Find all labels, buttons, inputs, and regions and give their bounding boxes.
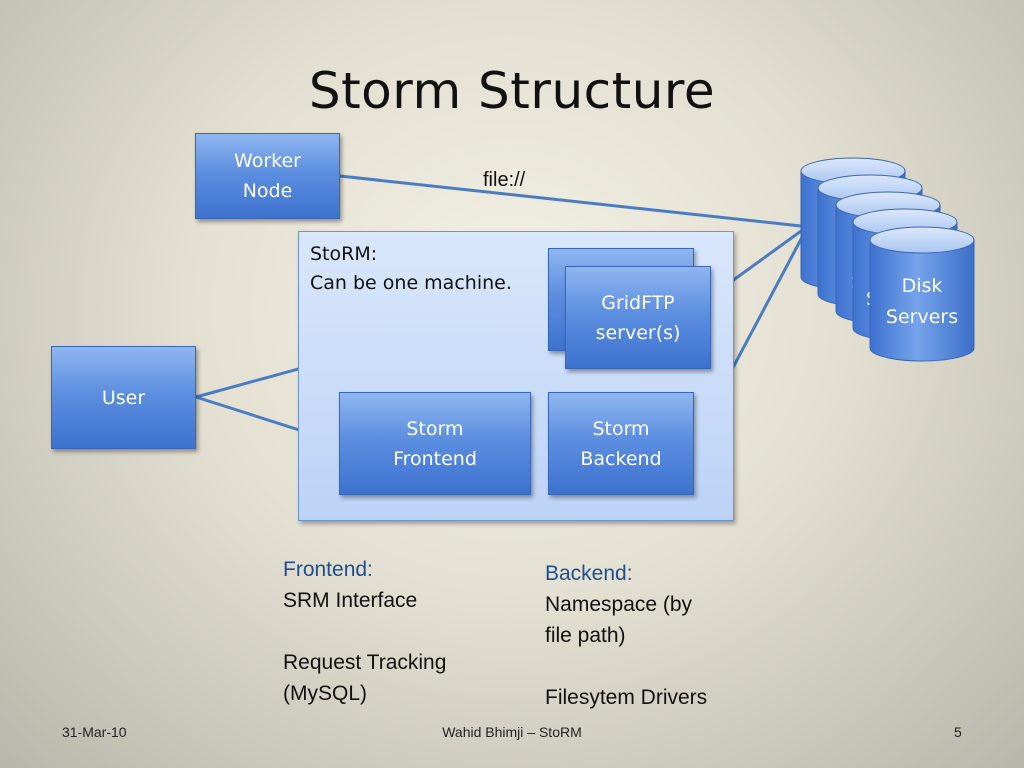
frontend-notes-line3: (MySQL)	[283, 682, 367, 705]
storm-backend-label: Storm Backend	[580, 417, 662, 470]
file-protocol-label: file://	[483, 169, 526, 191]
storm-frontend-box: Storm Frontend	[339, 392, 531, 495]
disk-servers-label: Disk Servers	[885, 275, 959, 328]
connector-worker-to-disk	[339, 174, 811, 229]
backend-notes-line3: Filesytem Drivers	[545, 686, 708, 709]
frontend-notes-line2: Request Tracking	[283, 651, 447, 674]
storm-frontend-label: Storm Frontend	[393, 417, 477, 470]
backend-notes-line1: Namespace (by	[545, 593, 693, 616]
backend-notes-line2: file path)	[545, 624, 626, 647]
user-label: User	[101, 386, 146, 409]
worker-node-label: Worker Node	[234, 150, 301, 202]
slide-title: Storm Structure	[308, 62, 716, 120]
storm-container-label: StoRM: Can be one machine.	[310, 243, 512, 294]
frontend-notes-line1: SRM Interface	[283, 589, 418, 612]
gridftp-box: GridFTP server(s)	[565, 266, 711, 369]
frontend-notes-heading: Frontend:	[283, 558, 373, 581]
gridftp-label: GridFTP server(s)	[595, 291, 681, 344]
backend-notes-heading: Backend:	[545, 562, 633, 585]
footer-center: Wahid Bhimji – StoRM	[442, 724, 582, 740]
footer-page-number: 5	[954, 724, 962, 740]
frontend-notes: Frontend: SRM Interface Request Tracking…	[283, 554, 446, 709]
footer-date: 31-Mar-10	[62, 724, 127, 740]
backend-notes: Backend: Namespace (by file path) Filesy…	[545, 558, 707, 713]
storm-backend-box: Storm Backend	[548, 392, 694, 495]
user-box: User	[51, 346, 196, 449]
disk-cylinder-5	[869, 226, 975, 362]
worker-node-box: Worker Node	[195, 133, 340, 219]
